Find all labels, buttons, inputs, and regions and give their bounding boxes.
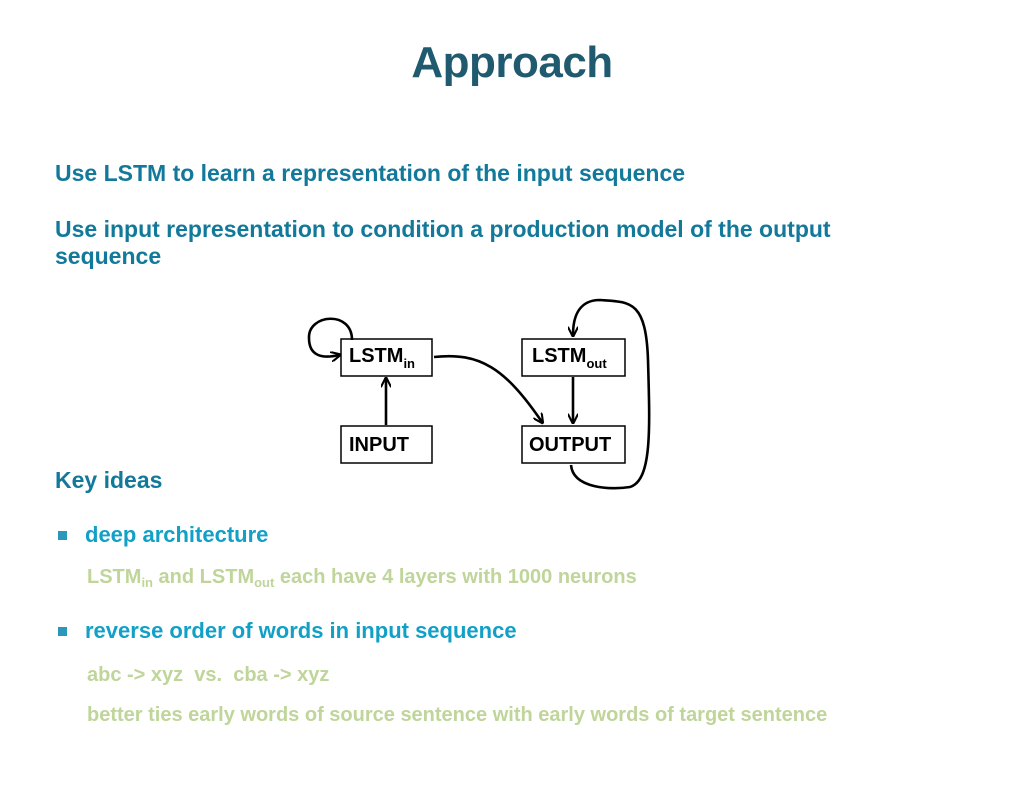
- bullet-detail-example: abc -> xyz vs. cba -> xyz: [87, 664, 330, 686]
- lstm-in-box: [340, 338, 433, 377]
- square-bullet-icon: [58, 530, 67, 540]
- bullet-item-reverse-order: reverse order of words in input sequence: [58, 618, 517, 644]
- lstm-in-self-loop-arrow: [307, 317, 354, 357]
- input-label: INPUT: [349, 434, 409, 456]
- bullet-text: reverse order of words in input sequence: [85, 618, 517, 643]
- intro-line-2: Use input representation to condition a …: [55, 216, 831, 269]
- lstm-out-box: [521, 338, 626, 377]
- lstm-in-to-output-arrow: [433, 354, 542, 422]
- bullet-detail-layers: LSTMin and LSTMout each have 4 layers wi…: [87, 566, 637, 590]
- bullet-text: deep architecture: [85, 522, 269, 547]
- square-bullet-icon: [58, 626, 67, 636]
- lstm-in-label: LSTMin: [349, 345, 415, 371]
- intro-line-1: Use LSTM to learn a representation of th…: [55, 160, 686, 186]
- slide-title: Approach: [411, 38, 613, 87]
- bullet-detail-benefit: better ties early words of source senten…: [87, 704, 828, 726]
- key-ideas-heading: Key ideas: [55, 467, 163, 493]
- input-box: [340, 425, 433, 464]
- output-box: [521, 425, 626, 464]
- lstm-out-label: LSTMout: [532, 345, 607, 371]
- output-label: OUTPUT: [529, 434, 611, 456]
- bullet-item-deep-architecture: deep architecture: [58, 522, 268, 548]
- output-feedback-loop-arrow: [571, 298, 651, 490]
